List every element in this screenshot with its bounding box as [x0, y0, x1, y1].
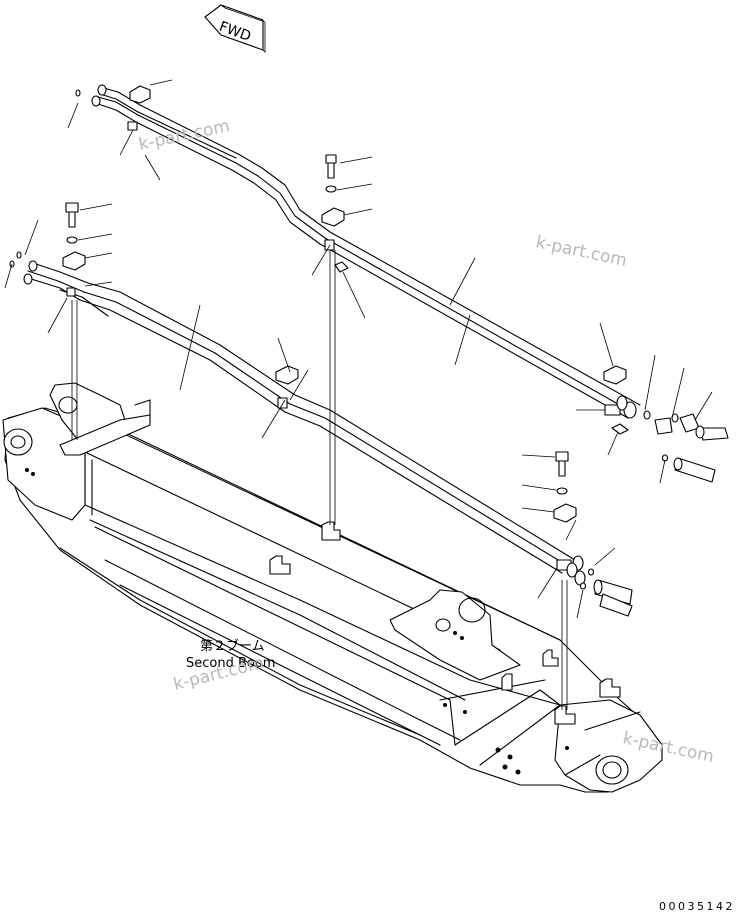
clamps-and-bolts: [9, 85, 729, 617]
assembly-lines: [71, 250, 568, 710]
second-boom: [2, 382, 663, 793]
watermark-2: k-part.com: [534, 232, 629, 271]
part-name-japanese: 第２ブーム: [200, 638, 265, 654]
leader-lines: [4, 79, 713, 619]
part-name-label: 第２ブーム Second Boom: [186, 638, 275, 671]
lower-hydraulic-tube: [23, 260, 586, 586]
upper-hydraulic-tube: [91, 84, 641, 419]
drawing-number: 00035142: [659, 900, 735, 913]
part-name-english: Second Boom: [186, 656, 275, 671]
fwd-arrow-icon: FWD: [204, 4, 266, 53]
